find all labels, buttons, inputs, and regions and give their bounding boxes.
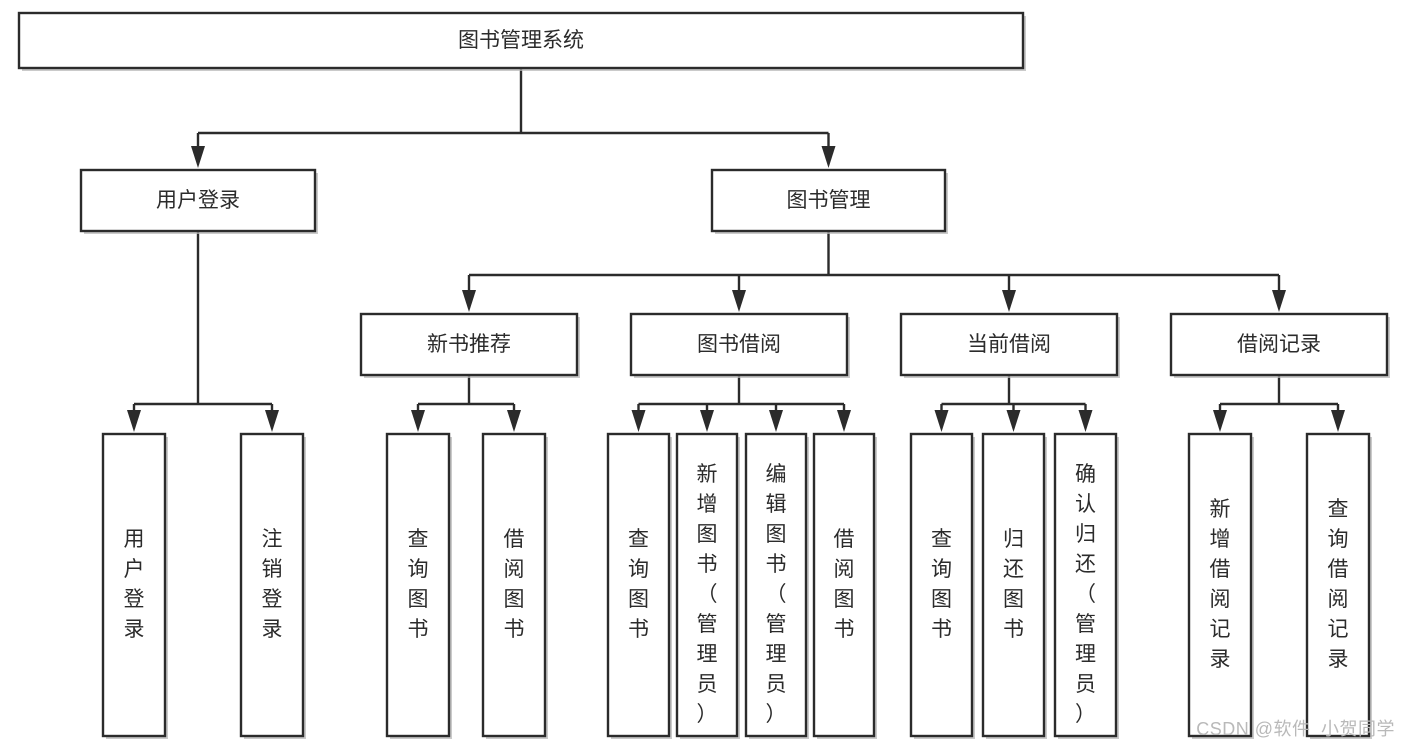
arrow-head [191, 146, 205, 168]
arrow-head [769, 410, 783, 432]
arrow-head [127, 410, 141, 432]
node-leaf-query-record[interactable]: 查询借阅记录 [1305, 432, 1372, 739]
node-rect[interactable] [79, 168, 317, 233]
node-label: 借阅图书 [834, 528, 855, 641]
arrow-head [265, 410, 279, 432]
node-rect[interactable] [1169, 312, 1389, 377]
arrow-head [462, 290, 476, 312]
node-label: 借阅图书 [504, 528, 525, 641]
arrow-head [837, 410, 851, 432]
node-leaf-edit-book[interactable]: 编辑图书（管理员） [744, 432, 809, 739]
connector-layer [127, 68, 1345, 432]
node-rect[interactable] [909, 432, 974, 738]
node-label: 新增图书（管理员） [697, 463, 718, 726]
arrow-head [1331, 410, 1345, 432]
arrow-head [1213, 410, 1227, 432]
node-rect[interactable] [812, 432, 876, 738]
node-layer: 图书管理系统用户登录图书管理新书推荐图书借阅当前借阅借阅记录用户登录注销登录查询… [17, 11, 1390, 739]
node-leaf-logout[interactable]: 注销登录 [239, 432, 306, 739]
node-rect[interactable] [629, 312, 849, 377]
arrow-head [934, 410, 949, 432]
node-rect[interactable] [710, 168, 947, 233]
node-label: 注销登录 [262, 528, 283, 641]
node-leaf-user-login[interactable]: 用户登录 [101, 432, 168, 739]
node-leaf-query-book-1[interactable]: 查询图书 [385, 432, 452, 739]
node-label: 图书管理系统 [458, 29, 584, 52]
node-label: 查询借阅记录 [1328, 498, 1349, 671]
node-label: 图书管理 [787, 189, 871, 212]
node-label: 用户登录 [124, 528, 145, 641]
arrow-head [507, 410, 521, 432]
arrow-head [1002, 290, 1016, 312]
node-label: 确认归还（管理员） [1075, 463, 1096, 726]
arrow-head [411, 410, 425, 432]
arrow-head [1272, 290, 1286, 312]
node-current-borrow[interactable]: 当前借阅 [899, 312, 1120, 378]
node-label: 图书借阅 [697, 333, 781, 356]
node-new-book-rec[interactable]: 新书推荐 [359, 312, 580, 378]
node-leaf-add-record[interactable]: 新增借阅记录 [1187, 432, 1254, 739]
arrow-head [700, 410, 714, 432]
arrow-head [631, 410, 646, 432]
node-rect[interactable] [606, 432, 671, 738]
node-rect[interactable] [675, 432, 739, 738]
node-leaf-confirm-return[interactable]: 确认归还（管理员） [1053, 432, 1119, 739]
node-rect[interactable] [239, 432, 305, 738]
node-label: 新增借阅记录 [1210, 498, 1231, 671]
node-rect[interactable] [481, 432, 547, 738]
node-rect[interactable] [385, 432, 451, 738]
node-label: 查询图书 [408, 528, 429, 641]
node-leaf-query-book-3[interactable]: 查询图书 [909, 432, 975, 739]
node-rect[interactable] [899, 312, 1119, 377]
node-rect[interactable] [744, 432, 808, 738]
node-label: 新书推荐 [427, 333, 511, 356]
node-leaf-return-book[interactable]: 归还图书 [981, 432, 1047, 739]
node-user-login[interactable]: 用户登录 [79, 168, 318, 234]
node-rect[interactable] [1187, 432, 1253, 738]
node-label: 查询图书 [628, 528, 649, 641]
node-label: 归还图书 [1003, 528, 1024, 641]
node-leaf-add-book[interactable]: 新增图书（管理员） [675, 432, 740, 739]
node-label: 当前借阅 [967, 333, 1051, 356]
node-rect[interactable] [981, 432, 1046, 738]
node-label: 借阅记录 [1237, 333, 1321, 356]
arrow-head [1078, 410, 1093, 432]
node-leaf-query-book-2[interactable]: 查询图书 [606, 432, 672, 739]
node-rect[interactable] [359, 312, 579, 377]
node-rect[interactable] [1053, 432, 1118, 738]
node-label: 编辑图书（管理员） [766, 463, 787, 726]
node-rect[interactable] [1305, 432, 1371, 738]
node-book-borrow[interactable]: 图书借阅 [629, 312, 850, 378]
node-label: 用户登录 [156, 189, 240, 212]
node-borrow-record[interactable]: 借阅记录 [1169, 312, 1390, 378]
node-book-manage[interactable]: 图书管理 [710, 168, 948, 234]
node-root[interactable]: 图书管理系统 [17, 11, 1026, 71]
node-leaf-borrow-book-2[interactable]: 借阅图书 [812, 432, 877, 739]
node-leaf-borrow-book-1[interactable]: 借阅图书 [481, 432, 548, 739]
csdn-watermark: CSDN @软件_小贺同学 [1196, 719, 1395, 739]
node-rect[interactable] [101, 432, 167, 738]
arrow-head [1006, 410, 1021, 432]
arrow-head [732, 290, 746, 312]
node-label: 查询图书 [931, 528, 952, 641]
arrow-head [821, 146, 836, 168]
node-rect[interactable] [17, 11, 1025, 70]
